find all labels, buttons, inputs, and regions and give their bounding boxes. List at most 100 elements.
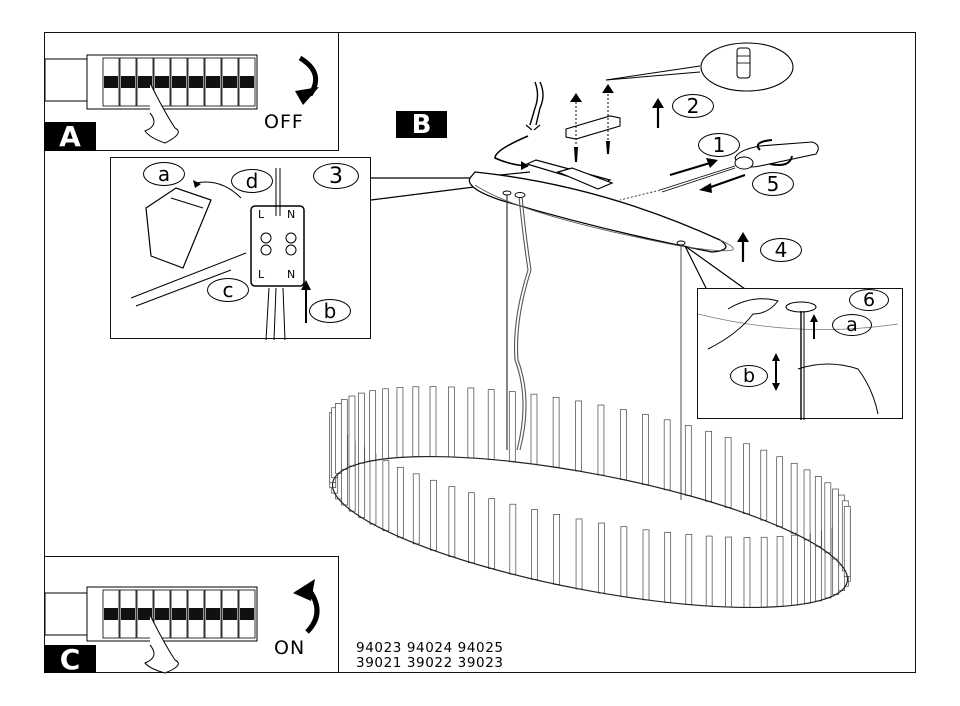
crystal-rod: [832, 488, 839, 560]
hand-icon: [797, 363, 879, 415]
crystal-rod: [705, 430, 713, 502]
crystal-rod: [396, 387, 404, 458]
crystal-rod: [488, 498, 496, 569]
crystal-rod: [382, 388, 389, 460]
crystal-rod: [642, 529, 650, 601]
crystal-rod: [824, 482, 832, 554]
chandelier-crystal-ring: [329, 386, 851, 609]
step6-sublabel-a: a: [832, 314, 872, 336]
terminal-label-l-bottom: L: [258, 268, 265, 281]
crystal-rod: [814, 476, 822, 547]
panel-b-label: B: [396, 110, 447, 140]
breaker-toggle: [104, 76, 118, 88]
step-2-marker: 2: [672, 94, 714, 118]
crystal-rod: [642, 414, 649, 485]
crystal-rod: [664, 532, 672, 603]
breaker-toggle: [155, 608, 169, 620]
crystal-rod: [575, 518, 583, 590]
terminal-wiring-illustration: [130, 168, 311, 341]
screw-icon: [574, 147, 578, 162]
rotate-arrow-icon: [756, 139, 773, 151]
crystal-rod: [685, 534, 693, 605]
height-adjust-illustration: [697, 298, 899, 420]
crystal-rod: [530, 393, 538, 465]
crystal-rod: [509, 503, 517, 575]
crystal-rod: [663, 419, 671, 491]
step-6-marker: 6: [849, 289, 889, 311]
ceiling-canopy: [468, 171, 734, 253]
crystal-rod: [335, 403, 342, 474]
terminal-label-l-top: L: [258, 208, 265, 221]
panel-a-label: A: [44, 120, 96, 153]
step4-arrow-icon: [737, 232, 749, 262]
arrow-up-icon: [570, 93, 582, 102]
crystal-rod: [467, 492, 475, 564]
breaker-toggle: [223, 608, 237, 620]
step2-arrow-icon: [652, 98, 664, 128]
arrow-up-down-icon: [772, 353, 780, 361]
crystal-rod: [382, 460, 390, 532]
breaker-toggle: [189, 76, 203, 88]
circuit-breaker-off-illustration: [44, 54, 319, 144]
crystal-rod: [791, 534, 798, 606]
step3-sublabel-a: a: [143, 162, 185, 186]
breaker-toggle: [189, 608, 203, 620]
model-numbers-row-2: 39021 39022 39023: [356, 655, 504, 671]
crystal-rod: [412, 473, 420, 545]
terminal-label-n-bottom: N: [287, 268, 296, 281]
crystal-rod: [369, 390, 377, 462]
crystal-rod: [843, 505, 851, 577]
step6-sublabel-b: b: [730, 365, 768, 387]
terminal-block-detail: [250, 205, 305, 287]
crystal-rod: [684, 425, 692, 496]
switch-on-text: ON: [274, 637, 306, 659]
step3-sublabel-d: d: [231, 169, 273, 193]
crystal-rod: [760, 536, 768, 608]
step3-sublabel-c: c: [207, 278, 249, 302]
crystal-rod: [705, 535, 713, 607]
step-5-marker: 5: [752, 172, 794, 196]
crystal-rod: [448, 486, 456, 557]
step5-arrow-icon: [699, 183, 712, 193]
crystal-rod: [776, 536, 784, 607]
breaker-toggle: [172, 608, 186, 620]
crystal-rod: [724, 437, 732, 508]
crystal-rod: [340, 399, 348, 470]
crystal-rod: [620, 526, 628, 598]
circuit-breaker-on-illustration: [44, 579, 320, 674]
arrow-up-icon: [810, 314, 818, 322]
crystal-rod: [619, 409, 627, 480]
crystal-rod: [531, 509, 538, 580]
step-4-marker: 4: [760, 238, 802, 262]
crystal-rod: [553, 514, 561, 585]
breaker-toggle: [223, 76, 237, 88]
breaker-toggle: [206, 608, 220, 620]
crystal-rod: [369, 453, 377, 525]
crystal-rod: [790, 462, 798, 534]
crystal-rod: [508, 391, 516, 462]
crystal-rod: [598, 522, 605, 594]
hand-icon: [144, 82, 179, 144]
crystal-rod: [743, 443, 750, 515]
breaker-toggle: [104, 608, 118, 620]
crystal-rod: [448, 386, 455, 458]
panel-c-label: C: [44, 643, 96, 676]
panel-c-switch-on: [44, 556, 339, 674]
page-frame: [44, 32, 916, 673]
crystal-rod: [487, 389, 495, 460]
crystal-rod: [467, 387, 475, 459]
breaker-toggle: [172, 76, 186, 88]
crystal-rod: [776, 456, 784, 528]
breaker-toggle: [240, 76, 254, 88]
breaker-toggle: [121, 76, 135, 88]
terminal-label-n-top: N: [287, 208, 296, 221]
rotate-arrow-icon: [769, 155, 793, 166]
step-3-marker: 3: [313, 163, 359, 189]
breaker-toggle: [121, 608, 135, 620]
crystal-rod: [743, 537, 751, 608]
step1-arrow-icon: [706, 158, 718, 168]
breaker-toggle: [206, 76, 220, 88]
crystal-rod: [597, 404, 605, 476]
step-1-marker: 1: [698, 133, 740, 157]
